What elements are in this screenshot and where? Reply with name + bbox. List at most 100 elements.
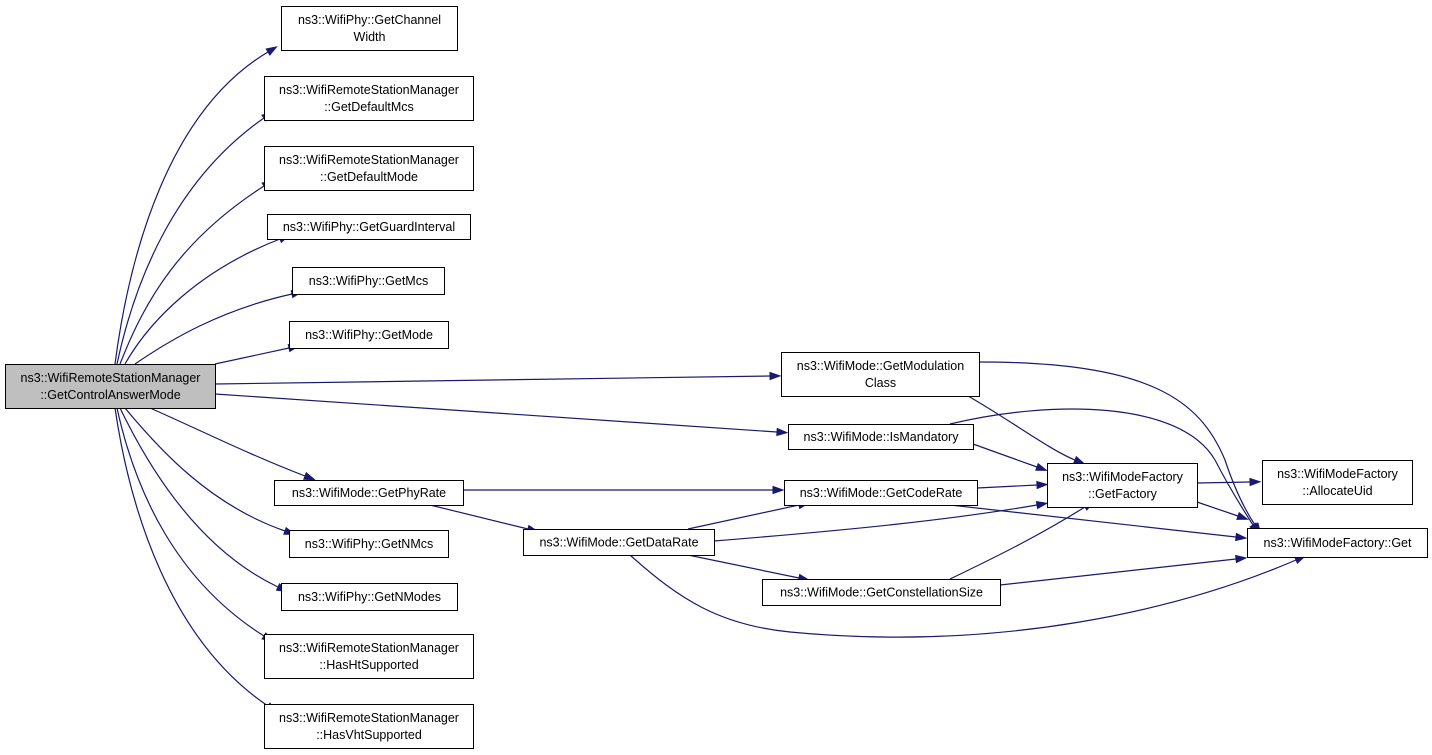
node-label: ns3::WifiMode::GetPhyRate <box>292 486 446 500</box>
node-nmcs[interactable]: ns3::WifiPhy::GetNMcs <box>289 530 449 558</box>
edge-constsize-to-get <box>999 554 1248 586</box>
node-label: ns3::WifiModeFactory <box>1062 470 1184 484</box>
edge-line <box>978 361 1256 526</box>
arrow-head-icon <box>303 471 316 481</box>
node-label: ns3::WifiMode::GetCodeRate <box>800 486 963 500</box>
arrow-head-icon <box>1249 477 1262 487</box>
node-nmodes[interactable]: ns3::WifiPhy::GetNModes <box>281 583 458 611</box>
edge-line <box>116 407 265 637</box>
edge-line <box>429 504 529 530</box>
node-label: ::GetControlAnswerMode <box>40 388 180 402</box>
node-label: Class <box>865 376 896 390</box>
node-label: ns3::WifiMode::GetConstellationSize <box>780 586 983 600</box>
node-box <box>1262 460 1413 505</box>
edge-root-to-getmcs <box>134 290 304 365</box>
edge-line <box>114 51 269 365</box>
node-root[interactable]: ns3::WifiRemoteStationManager::GetContro… <box>5 364 216 409</box>
node-vht[interactable]: ns3::WifiRemoteStationManager::HasVhtSup… <box>264 704 474 749</box>
edge-root-to-nmcs <box>124 407 296 535</box>
edge-line <box>1196 501 1239 517</box>
node-ht[interactable]: ns3::WifiRemoteStationManager::HasHtSupp… <box>264 634 474 679</box>
edge-datarate-to-constsize <box>687 554 811 583</box>
node-phyrate[interactable]: ns3::WifiMode::GetPhyRate <box>274 480 464 506</box>
node-coderate[interactable]: ns3::WifiMode::GetCodeRate <box>784 480 978 506</box>
node-alloc[interactable]: ns3::WifiModeFactory::AllocateUid <box>1262 460 1413 505</box>
edge-line <box>629 554 1297 638</box>
node-defmcs[interactable]: ns3::WifiRemoteStationManager::GetDefaul… <box>264 76 474 121</box>
node-label: ns3::WifiModeFactory::Get <box>1264 536 1412 550</box>
node-label: ::GetFactory <box>1088 487 1158 501</box>
edge-ismand-to-factory <box>972 443 1048 471</box>
node-label: ns3::WifiRemoteStationManager <box>279 641 459 655</box>
edge-line <box>114 407 269 707</box>
edge-line <box>116 117 265 365</box>
node-getmcs[interactable]: ns3::WifiPhy::GetMcs <box>292 267 445 295</box>
edge-line <box>124 407 286 532</box>
arrow-head-icon <box>1236 511 1249 520</box>
node-box <box>523 529 715 556</box>
edge-modclass-to-factory <box>967 395 1086 465</box>
node-label: ns3::WifiMode::GetDataRate <box>539 536 698 550</box>
edge-line <box>949 408 1254 526</box>
node-box <box>784 480 978 506</box>
node-label: ns3::WifiModeFactory <box>1277 467 1399 481</box>
edge-factory-to-alloc <box>1196 477 1262 487</box>
nodes-layer: ns3::WifiRemoteStationManager::GetContro… <box>5 6 1428 749</box>
node-gi[interactable]: ns3::WifiPhy::GetGuardInterval <box>267 214 471 240</box>
arrow-head-icon <box>1035 462 1048 471</box>
node-label: ns3::WifiMode::GetModulation <box>797 359 964 373</box>
edge-line <box>713 504 1038 542</box>
edge-phyrate-to-datarate <box>429 504 540 533</box>
edge-line <box>119 185 265 365</box>
node-label: ns3::WifiPhy::GetMcs <box>309 274 428 288</box>
arrow-head-icon <box>1035 500 1049 510</box>
node-box <box>264 704 474 749</box>
node-box <box>289 321 449 349</box>
node-get[interactable]: ns3::WifiModeFactory::Get <box>1247 528 1428 558</box>
node-label: ns3::WifiRemoteStationManager <box>279 83 459 97</box>
node-ismand[interactable]: ns3::WifiMode::IsMandatory <box>788 424 974 450</box>
node-constsize[interactable]: ns3::WifiMode::GetConstellationSize <box>762 579 1001 606</box>
node-box <box>781 352 980 397</box>
node-box <box>281 583 458 611</box>
edge-line <box>687 554 800 579</box>
edge-root-to-getmode <box>214 343 301 365</box>
edge-coderate-to-get <box>949 504 1248 542</box>
arrow-head-icon <box>772 485 785 495</box>
node-getmode[interactable]: ns3::WifiPhy::GetMode <box>289 321 449 349</box>
edge-line <box>134 293 293 365</box>
arrow-head-icon <box>1235 554 1248 564</box>
edge-datarate-to-factory <box>713 500 1049 542</box>
edge-phyrate-to-coderate <box>463 485 785 495</box>
node-box <box>267 214 471 240</box>
edge-line <box>149 407 306 477</box>
edge-line <box>972 443 1038 468</box>
edge-line <box>214 375 771 385</box>
node-box <box>264 634 474 679</box>
node-label: ::HasHtSupported <box>319 658 418 672</box>
arrow-head-icon <box>769 371 782 381</box>
edge-line <box>949 506 1086 580</box>
node-label: ::GetDefaultMcs <box>324 100 414 114</box>
edge-line <box>1196 481 1251 484</box>
edge-line <box>124 238 281 365</box>
arrow-head-icon <box>1235 532 1248 542</box>
node-box <box>5 364 216 409</box>
node-label: ns3::WifiMode::IsMandatory <box>804 430 960 444</box>
node-label: Width <box>354 30 386 44</box>
node-factory[interactable]: ns3::WifiModeFactory::GetFactory <box>1047 463 1198 508</box>
edge-root-to-defmcs <box>116 111 274 365</box>
node-defmode[interactable]: ns3::WifiRemoteStationManager::GetDefaul… <box>264 146 474 191</box>
node-box <box>788 424 974 450</box>
node-datarate[interactable]: ns3::WifiMode::GetDataRate <box>523 529 715 556</box>
node-label: ns3::WifiPhy::GetGuardInterval <box>283 220 455 234</box>
arrow-head-icon <box>776 427 789 437</box>
node-label: ns3::WifiPhy::GetMode <box>305 328 433 342</box>
node-label: ns3::WifiPhy::GetNModes <box>298 590 441 604</box>
edge-line <box>119 407 279 588</box>
edge-line <box>976 484 1038 489</box>
edge-line <box>999 558 1237 586</box>
